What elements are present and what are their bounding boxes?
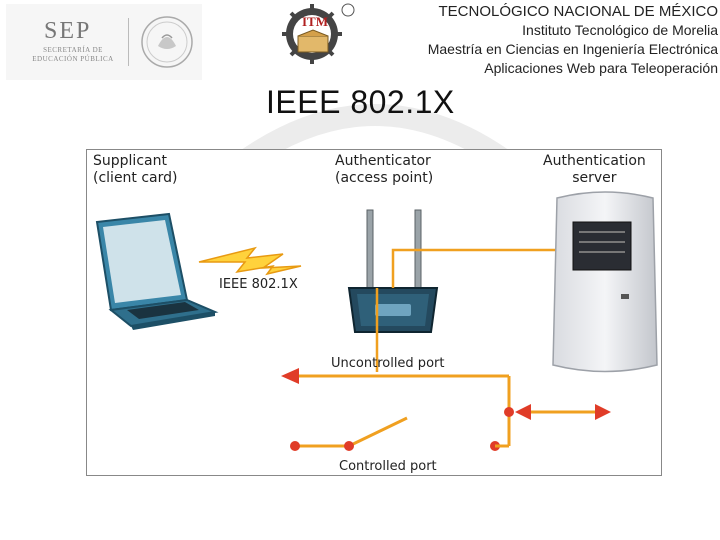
institution-header: TECNOLÓGICO NACIONAL DE MÉXICO Instituto… [428, 2, 718, 78]
mexico-seal-icon [141, 16, 193, 68]
controlled-port-label: Controlled port [339, 459, 437, 474]
supplicant-subtitle: (client card) [93, 170, 178, 186]
authenticator-label: Authenticator (access point) [335, 153, 433, 187]
header-line-2: Instituto Tecnológico de Morelia [522, 22, 718, 38]
diagram-graphics [95, 191, 658, 451]
uncontrolled-port-label: Uncontrolled port [331, 356, 445, 371]
supplicant-title: Supplicant [93, 153, 167, 169]
laptop-icon [95, 212, 219, 330]
wireless-link-icon [198, 246, 302, 276]
header-line-3: Maestría en Ciencias en Ingeniería Elect… [427, 41, 718, 57]
itm-logo-icon: ITM [282, 3, 355, 64]
header-line-1: TECNOLÓGICO NACIONAL DE MÉXICO [438, 3, 719, 20]
uncontrolled-port-arrow [281, 368, 511, 412]
sep-logo-text: SEP [44, 18, 92, 44]
server-link-arrow [504, 404, 611, 420]
controlled-port-switch [290, 412, 511, 451]
sep-logo-subtitle: SECRETARÍA DE EDUCACIÓN PÚBLICA [32, 46, 114, 63]
slide-title: IEEE 802.1X [266, 84, 455, 120]
sep-logo: SEP SECRETARÍA DE EDUCACIÓN PÚBLICA [6, 4, 202, 80]
header-line-4: Aplicaciones Web para Teleoperación [484, 60, 718, 76]
authenticator-subtitle: (access point) [335, 170, 434, 186]
logo-divider [128, 18, 129, 66]
authenticator-title: Authenticator [335, 153, 431, 169]
ieee-8021x-diagram: Supplicant (client card) Authenticator (… [86, 149, 662, 476]
supplicant-label: Supplicant (client card) [93, 153, 178, 187]
server-title: Authentication [543, 153, 646, 169]
server-icon [552, 191, 658, 373]
server-subtitle: server [572, 170, 617, 186]
protocol-label: IEEE 802.1X [219, 277, 298, 292]
server-label: Authentication server [543, 153, 646, 187]
svg-text:ITM: ITM [302, 14, 328, 29]
access-point-icon [347, 209, 439, 333]
